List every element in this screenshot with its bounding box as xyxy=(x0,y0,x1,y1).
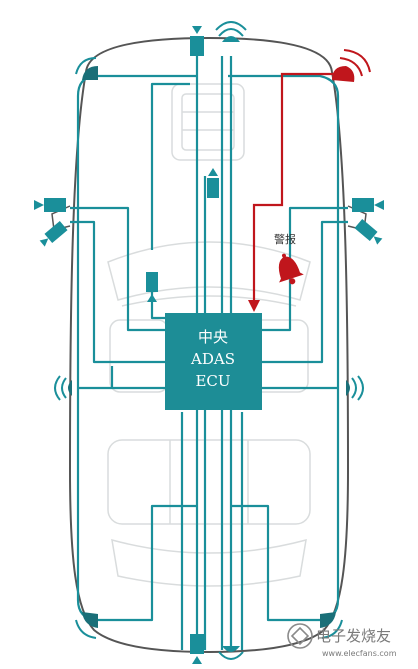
alarm-bell-icon xyxy=(278,253,304,285)
rear-radar-icon xyxy=(218,646,244,660)
ecu-label-line3: ECU xyxy=(195,372,230,390)
rear-right-corner-radar-icon xyxy=(320,612,343,639)
left-side-radar-icon xyxy=(54,375,72,401)
watermark-text: 电子发烧友 xyxy=(316,627,391,645)
right-mirror-camera-icon xyxy=(352,198,384,245)
rear-left-corner-radar-icon xyxy=(75,612,98,639)
cabin-camera-icon xyxy=(146,272,158,302)
watermark-url: www.elecfans.com xyxy=(322,649,397,658)
alarm-signal-path xyxy=(248,72,338,312)
right-side-radar-icon xyxy=(346,375,364,401)
front-right-corner-radar-icon xyxy=(332,49,371,82)
front-camera-icon xyxy=(190,26,204,56)
car-interior-background xyxy=(107,83,311,587)
wiring-harness xyxy=(70,56,348,650)
car-outline xyxy=(68,36,350,654)
central-adas-ecu: 中央 ADAS ECU xyxy=(165,313,262,410)
ecu-label-line1: 中央 xyxy=(198,328,228,346)
watermark-logo-icon xyxy=(287,623,313,649)
watermark: 电子发烧友 www.elecfans.com xyxy=(287,623,397,658)
rear-camera-icon xyxy=(190,634,204,664)
left-mirror-camera-icon xyxy=(34,198,68,247)
ecu-label-line2: ADAS xyxy=(190,350,235,368)
front-left-corner-radar-icon xyxy=(75,57,98,80)
windshield-camera-icon xyxy=(207,168,219,198)
front-radar-icon xyxy=(215,21,247,42)
alarm-label: 警报 xyxy=(274,232,296,246)
